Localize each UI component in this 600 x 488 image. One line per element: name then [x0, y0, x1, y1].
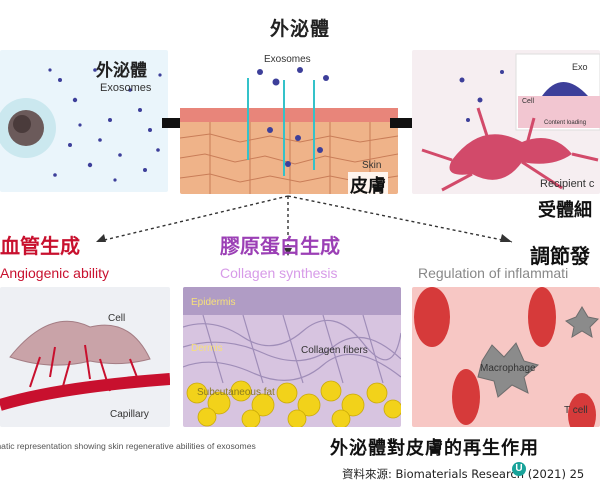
dermis-label: Dermis	[191, 343, 223, 354]
connector-arrows	[95, 195, 513, 256]
collagen-fibers-label: Collagen fibers	[301, 345, 368, 356]
skin-exosomes-label: Exosomes	[264, 54, 311, 65]
angiogenesis-en-title: Angiogenic ability	[0, 265, 109, 281]
recipient-panel: Exo Cell Content loading Recipient c	[412, 50, 600, 194]
content-loading-label: Content loading	[544, 120, 587, 126]
skin-zh-label: 皮膚	[348, 172, 388, 194]
recipient-cell-label: Cell	[522, 98, 535, 105]
recipient-cell-illustration	[421, 53, 600, 192]
collagen-en-title: Collagen synthesis	[220, 265, 338, 281]
figure-caption: matic representation showing skin regene…	[0, 441, 256, 451]
inflammation-zh-title: 調節發	[530, 244, 590, 268]
watermark-logo-icon: U	[512, 462, 526, 476]
exosome-panel: 外泌體 Exosomes	[0, 50, 168, 192]
page-title: 外泌體	[269, 18, 330, 40]
skin-panel: Exosomes Skin 皮膚	[180, 50, 398, 194]
exosome-zh-label: 外泌體	[96, 61, 147, 81]
angio-capillary-label: Capillary	[110, 409, 149, 420]
source-citation: 資料來源: Biomaterials Research (2021) 25	[342, 467, 585, 481]
recipient-zh-label: 受體細	[538, 200, 592, 221]
collagen-zh-title: 膠原蛋白生成	[220, 234, 340, 258]
recipient-top-label: Exo	[572, 62, 588, 72]
epidermis-label: Epidermis	[191, 297, 236, 308]
angiogenesis-panel: Cell Capillary	[0, 287, 170, 427]
exosome-illustration	[0, 68, 162, 182]
arrowhead-right-icon	[500, 234, 512, 242]
inflammation-panel: Macrophage T cell	[412, 287, 600, 427]
figure-title-zh: 外泌體對皮膚的再生作用	[330, 438, 539, 459]
recipient-en-label: Recipient c	[540, 178, 595, 190]
collagen-panel: Epidermis Dermis Collagen fibers Subcuta…	[183, 287, 401, 427]
arrowhead-left-icon	[96, 234, 106, 242]
inflammation-illustration	[414, 287, 600, 427]
exosome-en-label: Exosomes	[100, 82, 152, 94]
subcutaneous-fat-label: Subcutaneous fat	[197, 387, 275, 398]
collagen-illustration	[183, 287, 401, 427]
angiogenesis-illustration	[0, 320, 170, 411]
skin-illustration	[180, 50, 398, 194]
arrowhead-down-icon	[284, 248, 292, 256]
angiogenesis-zh-title: 血管生成	[0, 234, 80, 258]
inflammation-en-title: Regulation of inflammati	[418, 265, 569, 281]
skin-en-label: Skin	[362, 160, 382, 171]
macrophage-label: Macrophage	[480, 363, 536, 374]
tcell-label: T cell	[564, 405, 588, 416]
angio-cell-label: Cell	[108, 313, 126, 324]
